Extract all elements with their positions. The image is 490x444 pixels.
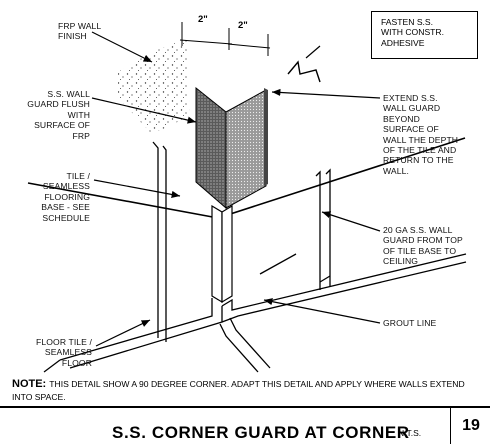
right-tile-base xyxy=(221,204,233,304)
leader-line xyxy=(93,179,181,199)
leader-line xyxy=(95,319,151,347)
label-tile-base: TILE / SEAMLESS FLOORING BASE - SEE SCHE… xyxy=(41,171,90,223)
grout-line xyxy=(229,317,271,369)
left-tile-base xyxy=(211,204,223,304)
corner-guard-left-face xyxy=(195,86,227,210)
grout-line xyxy=(69,306,223,369)
label-frp-finish: FRP WALL FINISH xyxy=(58,21,102,42)
grout-line xyxy=(152,141,159,338)
grout-line xyxy=(315,170,321,290)
leader-line xyxy=(271,88,381,99)
note-label: NOTE: xyxy=(12,378,47,390)
callout-fasten-box: FASTEN S.S. WITH CONSTR. ADHESIVE xyxy=(371,11,478,59)
dimension-line xyxy=(227,43,271,49)
frp-finish-hatch xyxy=(118,38,190,134)
leader-line xyxy=(321,211,381,232)
label-wall-guard-flush: S.S. WALL GUARD FLUSH WITH SURFACE OF FR… xyxy=(27,89,90,141)
corner-guard-right-face xyxy=(225,89,267,209)
left-wall-top-edge xyxy=(27,182,219,219)
grout-line xyxy=(162,145,167,342)
title-divider xyxy=(0,406,490,408)
label-grout-line: GROUT LINE xyxy=(383,318,437,328)
corner-guard-return xyxy=(264,88,268,186)
grout-line xyxy=(221,253,467,311)
leader-line xyxy=(305,45,321,59)
grout-line xyxy=(319,275,331,283)
break-mark xyxy=(287,60,321,83)
note-text: THIS DETAIL SHOW A 90 DEGREE CORNER. ADA… xyxy=(12,379,465,402)
label-gauge-guard: 20 GA S.S. WALL GUARD FROM TOP OF TILE B… xyxy=(383,225,463,267)
detail-title: S.S. CORNER GUARD AT CORNER xyxy=(112,423,410,442)
label-extend-guard: EXTEND S.S. WALL GUARD BEYOND SURFACE OF… xyxy=(383,93,459,176)
dimension-right-label: 2" xyxy=(238,20,248,31)
dimension-left-label: 2" xyxy=(198,14,208,25)
leader-line xyxy=(263,298,381,324)
scale-label: N.T.S. xyxy=(398,428,422,438)
grout-line xyxy=(221,261,467,323)
leader-line xyxy=(91,97,197,124)
grout-line xyxy=(325,168,331,286)
right-wall-top-edge xyxy=(217,137,466,219)
detail-note: NOTE:THIS DETAIL SHOW A 90 DEGREE CORNER… xyxy=(12,378,482,404)
sheet-number: 19 xyxy=(450,408,490,444)
label-floor-tile: FLOOR TILE / SEAMLESS FLOOR xyxy=(36,337,92,368)
grout-line xyxy=(59,298,213,361)
grout-line xyxy=(219,323,259,373)
grout-line xyxy=(259,253,297,275)
grout-line xyxy=(43,359,61,373)
dimension-line xyxy=(179,39,233,45)
leader-line xyxy=(91,31,153,63)
